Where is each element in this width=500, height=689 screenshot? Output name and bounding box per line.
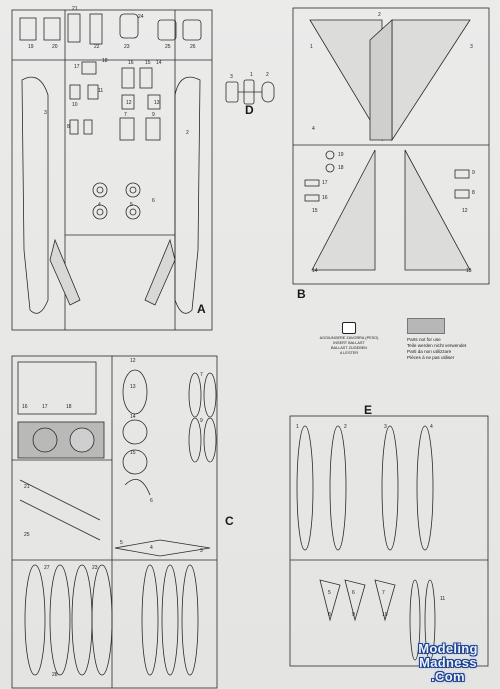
part-number: 12 xyxy=(130,358,136,364)
part-number: 27 xyxy=(44,565,50,571)
part-number: 28 xyxy=(52,672,58,678)
part-number: 8 xyxy=(328,612,331,618)
part-number: 18 xyxy=(66,404,72,410)
part-number: 18 xyxy=(102,58,108,64)
logo-line-2: Madness xyxy=(398,656,498,670)
part-number: 19 xyxy=(338,152,344,158)
part-number: 7 xyxy=(200,372,203,378)
part-number: 1 xyxy=(296,424,299,430)
legend-line: Parts not for use xyxy=(407,337,441,342)
part-number: 7 xyxy=(124,112,127,118)
part-number: 4 xyxy=(430,424,433,430)
part-number: 5 xyxy=(120,540,123,546)
ballast-note: AGGIUNGERE ZAVORRA (PESO) INSERT BALLAST… xyxy=(313,322,385,356)
part-number: 10 xyxy=(72,102,78,108)
sprue-a-label: A xyxy=(197,302,206,316)
part-number: 22 xyxy=(94,44,100,50)
part-number: 17 xyxy=(42,404,48,410)
ballast-weight-icon xyxy=(342,322,356,334)
part-number: 12 xyxy=(462,208,468,214)
part-number: 11 xyxy=(98,88,104,94)
modeling-madness-logo: Modeling Madness .Com xyxy=(398,642,498,688)
part-number: 3 xyxy=(44,110,47,116)
part-number: 16 xyxy=(322,195,328,201)
part-number: 3 xyxy=(200,548,203,554)
part-number: 9 xyxy=(472,170,475,176)
part-number: 4 xyxy=(98,202,101,208)
legend-line: Teile werden nicht verwendet xyxy=(407,343,467,348)
logo-line-3: .Com xyxy=(398,670,498,684)
part-number: 25 xyxy=(165,44,171,50)
part-number: 14 xyxy=(156,60,162,66)
sprue-d-label: D xyxy=(245,103,254,117)
sprue-a-frame xyxy=(11,9,213,331)
part-number: 21 xyxy=(24,484,30,490)
part-number: 6 xyxy=(150,498,153,504)
part-number: 26 xyxy=(190,44,196,50)
part-number: 13 xyxy=(130,384,136,390)
part-number: 4 xyxy=(312,126,315,132)
part-number: 2 xyxy=(186,130,189,136)
part-number: 1 xyxy=(310,44,313,50)
part-number: 2 xyxy=(378,12,381,18)
part-number: 15 xyxy=(312,208,318,214)
ballast-line: BALLAST ZUGEBEN xyxy=(330,346,367,350)
sprue-c-frame xyxy=(11,355,218,689)
part-number: 9 xyxy=(152,112,155,118)
ballast-line: AGGIUNGERE ZAVORRA (PESO) xyxy=(319,336,379,340)
part-number: 13 xyxy=(154,100,160,106)
part-number: 15 xyxy=(145,60,151,66)
legend-line: Parti da non utilizzare xyxy=(407,349,452,354)
part-number: 6 xyxy=(352,590,355,596)
part-number: 12 xyxy=(126,100,132,106)
part-number: 3 xyxy=(230,74,233,80)
part-number: 2 xyxy=(344,424,347,430)
part-number: 19 xyxy=(28,44,34,50)
part-number: 16 xyxy=(128,60,134,66)
part-number: 23 xyxy=(92,565,98,571)
part-number: 4 xyxy=(150,545,153,551)
part-number: 1 xyxy=(250,72,253,78)
sprue-b-frame xyxy=(292,7,490,285)
part-number: 14 xyxy=(312,268,318,274)
sprue-e-frame xyxy=(289,415,489,667)
part-number: 17 xyxy=(74,64,80,70)
part-number: 17 xyxy=(322,180,328,186)
part-number: 13 xyxy=(466,268,472,274)
part-number: 15 xyxy=(130,450,136,456)
part-number: 9 xyxy=(200,418,203,424)
grey-swatch xyxy=(407,318,445,334)
part-number: 21 xyxy=(72,6,78,12)
sprue-e-label: E xyxy=(364,403,373,417)
part-number: 23 xyxy=(124,44,130,50)
part-number: 16 xyxy=(22,404,28,410)
part-number: 5 xyxy=(130,202,133,208)
part-number: 11 xyxy=(440,596,446,602)
part-number: 10 xyxy=(382,612,388,618)
part-number: 9 xyxy=(352,612,355,618)
sprue-c-label: C xyxy=(225,514,234,528)
part-number: 3 xyxy=(470,44,473,50)
parts-not-for-use-legend: Parts not for use Teile werden nicht ver… xyxy=(407,318,497,361)
ballast-line: INSERT BALLAST xyxy=(333,341,365,345)
sprue-b-label: B xyxy=(297,287,306,301)
part-number: 14 xyxy=(130,414,136,420)
part-number: 6 xyxy=(152,198,155,204)
part-number: 8 xyxy=(67,124,70,130)
legend-line: Pièces à ne pas utiliser xyxy=(407,355,455,360)
ballast-line: A LESTER xyxy=(339,351,359,355)
part-number: 25 xyxy=(24,532,30,538)
part-number: 2 xyxy=(266,72,269,78)
logo-line-1: Modeling xyxy=(398,642,498,656)
part-number: 3 xyxy=(384,424,387,430)
part-number: 7 xyxy=(382,590,385,596)
part-number: 5 xyxy=(328,590,331,596)
part-number: 24 xyxy=(138,14,144,20)
part-number: 8 xyxy=(472,190,475,196)
part-number: 18 xyxy=(338,165,344,171)
part-number: 20 xyxy=(52,44,58,50)
